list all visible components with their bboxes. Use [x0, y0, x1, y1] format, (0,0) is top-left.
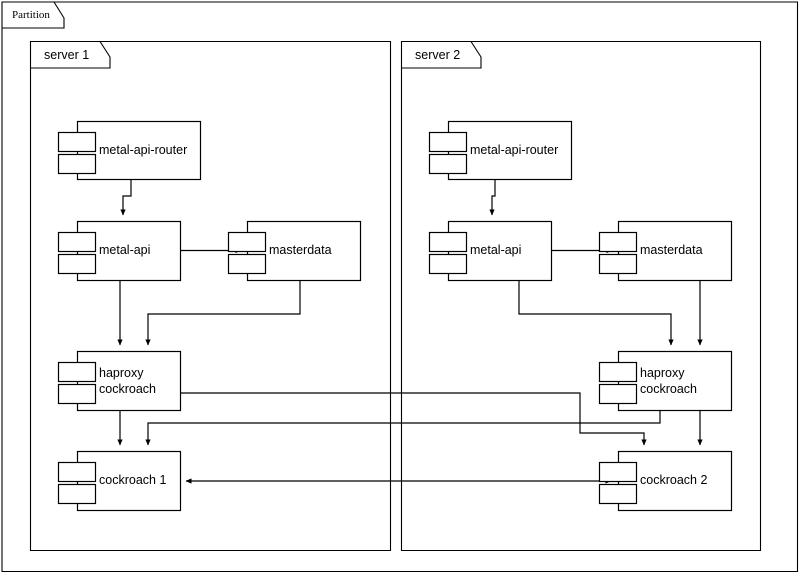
components-layer — [57, 120, 733, 512]
component-label-masterdata-1: masterdata — [269, 243, 332, 257]
component-port-tab-1 — [598, 461, 638, 483]
component-metal-api-2[interactable] — [428, 220, 553, 282]
connectors-layer — [117, 179, 703, 484]
connector-router1-to-metalapi1 — [120, 179, 132, 216]
component-metal-api-router-2[interactable] — [428, 120, 573, 181]
component-masterdata-1[interactable] — [227, 220, 362, 282]
component-port-tab-1 — [598, 231, 638, 253]
component-label-cockroach-2: cockroach 2 — [640, 473, 708, 487]
component-label-haproxy-cockroach-1: haproxy cockroach — [99, 365, 156, 396]
component-port-tab-2 — [428, 253, 468, 275]
component-label-metal-api-router-1: metal-api-router — [99, 142, 188, 157]
component-port-tab-2 — [598, 483, 638, 505]
component-port-tab-1 — [57, 361, 97, 383]
component-cockroach-2[interactable] — [598, 450, 733, 512]
server-1-title: server 1 — [44, 48, 90, 62]
component-port-tab-1 — [428, 231, 468, 253]
connector-masterdata1-to-haproxy1 — [145, 280, 301, 346]
partition-title: Partition — [12, 9, 50, 21]
component-port-tab-2 — [227, 253, 267, 275]
connector-router2-to-metalapi2 — [489, 179, 496, 216]
connector-haproxy1-to-cockroach2 — [180, 392, 647, 446]
server-1-tab — [30, 40, 111, 69]
component-masterdata-2[interactable] — [598, 220, 733, 282]
component-label-cockroach-1: cockroach 1 — [99, 473, 167, 487]
component-port-tab-1 — [57, 131, 97, 153]
component-body — [246, 220, 362, 282]
component-label-masterdata-2: masterdata — [640, 243, 703, 257]
server-2-frame — [400, 40, 762, 552]
component-port-tab-2 — [598, 383, 638, 405]
component-body — [76, 120, 202, 181]
partition-tab — [2, 1, 65, 29]
component-port-tab-1 — [598, 361, 638, 383]
component-port-tab-2 — [57, 253, 97, 275]
component-port-tab-2 — [57, 153, 97, 175]
connector-haproxy2-to-cockroach1 — [145, 410, 661, 446]
component-port-tab-2 — [598, 253, 638, 275]
component-label-metal-api-2: metal-api — [470, 243, 522, 257]
component-metal-api-router-1[interactable] — [57, 120, 202, 181]
component-port-tab-1 — [57, 461, 97, 483]
component-port-tab-1 — [227, 231, 267, 253]
connector-metalapi2-to-haproxy2 — [518, 280, 674, 346]
component-label-haproxy-cockroach-2: haproxy cockroach — [640, 365, 697, 396]
component-port-tab-1 — [57, 231, 97, 253]
component-body — [447, 120, 573, 181]
component-port-tab-1 — [428, 131, 468, 153]
component-label-metal-api-router-2: metal-api-router — [470, 142, 559, 157]
server-2-tab — [401, 40, 482, 69]
component-haproxy-cockroach-1[interactable] — [57, 350, 182, 412]
component-port-tab-2 — [57, 483, 97, 505]
component-metal-api-1[interactable] — [57, 220, 182, 282]
server-2-title: server 2 — [415, 48, 461, 62]
component-port-tab-2 — [428, 153, 468, 175]
component-body — [617, 220, 733, 282]
component-body — [617, 350, 733, 412]
component-port-tab-2 — [57, 383, 97, 405]
component-haproxy-cockroach-2[interactable] — [598, 350, 733, 412]
component-label-metal-api-1: metal-api — [99, 243, 151, 257]
component-body — [617, 450, 733, 512]
server-1-frame — [29, 40, 392, 552]
component-cockroach-1[interactable] — [57, 450, 182, 512]
